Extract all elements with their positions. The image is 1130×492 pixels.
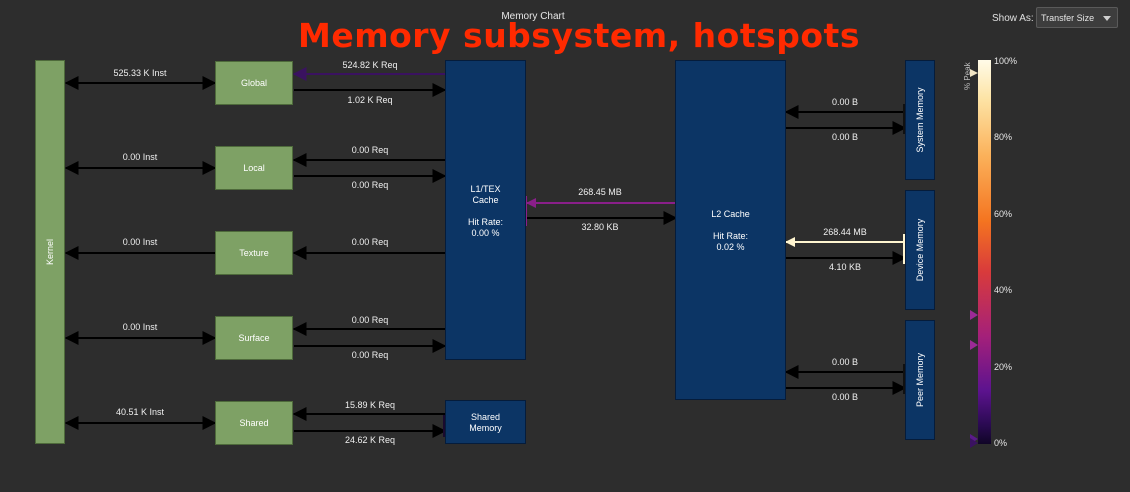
link-label: 0.00 Req bbox=[351, 315, 389, 325]
peer-memory-node[interactable]: Peer Memory bbox=[905, 320, 935, 440]
link-label: 32.80 KB bbox=[581, 222, 619, 232]
l2-title: L2 Cache bbox=[711, 209, 750, 219]
l2-cache-node[interactable]: L2 Cache Hit Rate: 0.02 % bbox=[675, 60, 786, 400]
link-label: 0.00 Inst bbox=[122, 322, 158, 332]
link-label: 0.00 Req bbox=[351, 350, 389, 360]
link-label: 0.00 B bbox=[831, 132, 859, 142]
l1-title: L1/TEX bbox=[470, 184, 501, 194]
link-label: 268.44 MB bbox=[823, 227, 867, 237]
chart-title: Memory Chart bbox=[501, 11, 565, 22]
marker-low-icon bbox=[970, 438, 978, 448]
system-memory-label: System Memory bbox=[915, 87, 925, 153]
global-label: Global bbox=[240, 78, 267, 88]
legend-tick: 20% bbox=[994, 362, 1013, 372]
chevron-down-icon bbox=[1103, 16, 1111, 21]
peer-memory-label: Peer Memory bbox=[915, 352, 925, 408]
legend-tick: 0% bbox=[994, 438, 1008, 448]
shared-memory-label: Shared bbox=[470, 412, 501, 422]
legend-tick: 60% bbox=[994, 209, 1013, 219]
marker-mid-icon bbox=[970, 340, 978, 350]
link-label: 0.00 Req bbox=[351, 145, 389, 155]
link-label: 4.10 KB bbox=[828, 262, 862, 272]
link-label: 0.00 Inst bbox=[122, 237, 158, 247]
local-label: Local bbox=[243, 163, 265, 173]
shared-memory-label-line2: Memory bbox=[469, 423, 502, 433]
link-label: 0.00 B bbox=[831, 97, 859, 107]
kernel-node[interactable]: Kernel bbox=[35, 60, 65, 444]
link-label: 0.00 Req bbox=[351, 237, 389, 247]
peak-colorbar bbox=[978, 60, 991, 444]
device-memory-node[interactable]: Device Memory bbox=[905, 190, 935, 310]
l2-hit-rate-value: 0.02 % bbox=[716, 242, 745, 252]
link-label: 24.62 K Req bbox=[344, 435, 396, 445]
link-label: 0.00 B bbox=[831, 392, 859, 402]
l1-hit-rate-label: Hit Rate: bbox=[467, 217, 503, 227]
system-memory-node[interactable]: System Memory bbox=[905, 60, 935, 180]
link-label: 1.02 K Req bbox=[347, 95, 393, 105]
marker-high-icon bbox=[970, 69, 978, 77]
surface-node[interactable]: Surface bbox=[215, 316, 293, 360]
kernel-label: Kernel bbox=[45, 238, 55, 266]
shared-label: Shared bbox=[239, 418, 269, 428]
show-as-dropdown[interactable]: Transfer Size bbox=[1036, 7, 1118, 28]
link-label: 524.82 K Req bbox=[342, 60, 398, 70]
texture-node[interactable]: Texture bbox=[215, 231, 293, 275]
l1-tex-cache-node[interactable]: L1/TEX Cache Hit Rate: 0.00 % bbox=[445, 60, 526, 360]
legend-tick: 80% bbox=[994, 132, 1013, 142]
local-node[interactable]: Local bbox=[215, 146, 293, 190]
show-as-label: Show As: bbox=[992, 13, 1034, 24]
l1-title-line2: Cache bbox=[472, 195, 499, 205]
legend-tick: 100% bbox=[994, 56, 1018, 66]
device-memory-label: Device Memory bbox=[915, 218, 925, 282]
link-label: 15.89 K Req bbox=[344, 400, 396, 410]
link-label: 0.00 Req bbox=[351, 180, 389, 190]
l1-hit-rate-value: 0.00 % bbox=[471, 228, 500, 238]
link-label: 40.51 K Inst bbox=[115, 407, 165, 417]
annotation-overlay: Memory subsystem, hotspots bbox=[298, 16, 860, 55]
global-node[interactable]: Global bbox=[215, 61, 293, 105]
l2-hit-rate-label: Hit Rate: bbox=[712, 231, 748, 241]
link-label: 268.45 MB bbox=[578, 187, 622, 197]
legend-tick: 40% bbox=[994, 285, 1013, 295]
show-as-value: Transfer Size bbox=[1041, 13, 1095, 23]
link-label: 0.00 B bbox=[831, 357, 859, 367]
legend-markers bbox=[970, 69, 978, 448]
surface-label: Surface bbox=[238, 333, 270, 343]
link-label: 525.33 K Inst bbox=[113, 68, 167, 78]
link-label: 0.00 Inst bbox=[122, 152, 158, 162]
marker-mid-icon bbox=[970, 310, 978, 320]
shared-memory-node[interactable]: Shared Memory bbox=[445, 400, 526, 444]
shared-node[interactable]: Shared bbox=[215, 401, 293, 445]
texture-label: Texture bbox=[239, 248, 269, 258]
